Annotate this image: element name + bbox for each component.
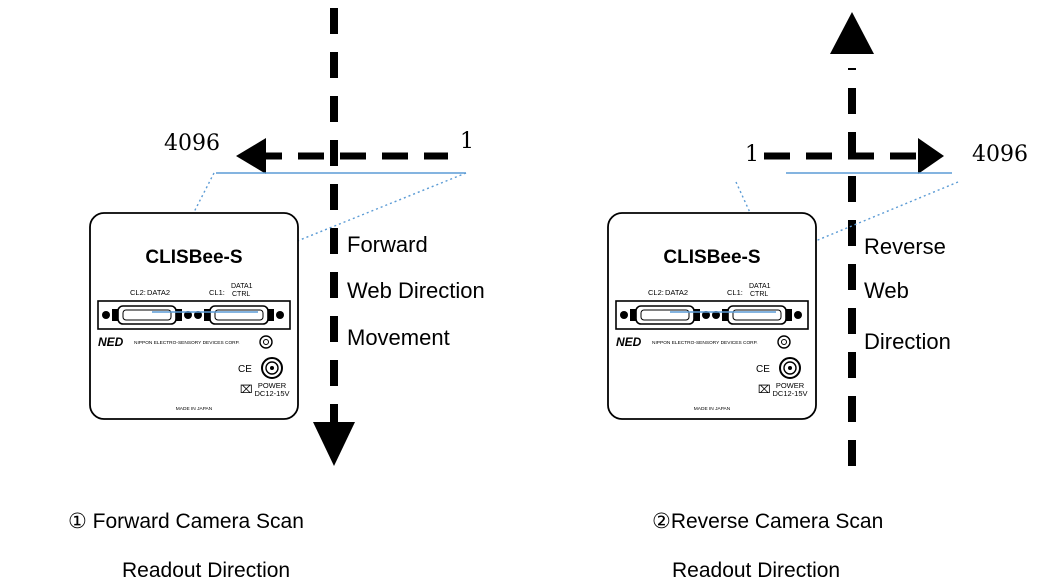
forward-caption-line-1: ① Forward Camera Scan (68, 510, 304, 533)
maker-logo: NED (98, 335, 124, 349)
cl2-label: CL2: (648, 288, 664, 297)
cl2-label: CL2: (130, 288, 146, 297)
cl1-ctrl-label: CTRL (232, 291, 250, 298)
ce-mark: CE (238, 364, 252, 375)
camera-model-label: CLISBee-S (663, 247, 760, 268)
cl1-port-label: DATA1 (749, 283, 771, 290)
forward-web-arrowhead-icon (313, 422, 355, 466)
cl1-ctrl-label: CTRL (750, 291, 768, 298)
forward-readout-arrowhead-icon (236, 138, 266, 174)
weee-mark-icon: ⌧ (240, 384, 253, 396)
maker-name: NIPPON ELECTRO-SENSORY DEVICES CORP. (652, 340, 758, 346)
reverse-pixel-label-left: 1 (745, 142, 759, 167)
reverse-caption-line-1: ②Reverse Camera Scan (652, 510, 883, 533)
cl1-label: CL1: (209, 288, 225, 297)
power-spec-label: DC12-15V (254, 389, 289, 398)
ce-mark: CE (756, 364, 770, 375)
cl2-port-label: DATA2 (147, 288, 170, 297)
power-label: POWER (258, 381, 287, 390)
reverse-readout-arrowhead-icon (918, 138, 944, 174)
reverse-web-text-1: Reverse (864, 234, 946, 259)
power-label: POWER (776, 381, 805, 390)
cl1-label: CL1: (727, 288, 743, 297)
forward-web-text-2: Web Direction (347, 278, 485, 303)
reverse-web-text-2: Web (864, 278, 909, 303)
maker-name: NIPPON ELECTRO-SENSORY DEVICES CORP. (134, 340, 240, 346)
forward-web-text-3: Movement (347, 325, 450, 350)
camera-model-label: CLISBee-S (145, 247, 242, 268)
reverse-pixel-label-right: 4096 (972, 142, 1028, 167)
forward-pixel-label-left: 4096 (164, 131, 220, 156)
weee-mark-icon: ⌧ (758, 384, 771, 396)
reverse-web-text-3: Direction (864, 329, 951, 354)
reverse-camera: CLISBee-S CL2: DATA2 CL1: DATA1 CTRL NED… (607, 212, 817, 420)
reverse-caption-line-2: Readout Direction (672, 559, 840, 582)
power-spec-label: DC12-15V (772, 389, 807, 398)
reverse-web-arrowhead-icon (830, 12, 874, 54)
made-in-label: MADE IN JAPAN (176, 406, 213, 412)
forward-pixel-label-right: 1 (460, 129, 474, 154)
made-in-label: MADE IN JAPAN (694, 406, 731, 412)
forward-caption-line-2: Readout Direction (122, 559, 290, 582)
forward-camera: CLISBee-S CL2: DATA2 CL1: DATA1 CTRL NED… (89, 212, 299, 420)
cl2-port-label: DATA2 (665, 288, 688, 297)
reverse-projection-line-left (735, 181, 791, 301)
cl1-port-label: DATA1 (231, 283, 253, 290)
maker-logo: NED (616, 335, 642, 349)
forward-web-text-1: Forward (347, 232, 428, 257)
